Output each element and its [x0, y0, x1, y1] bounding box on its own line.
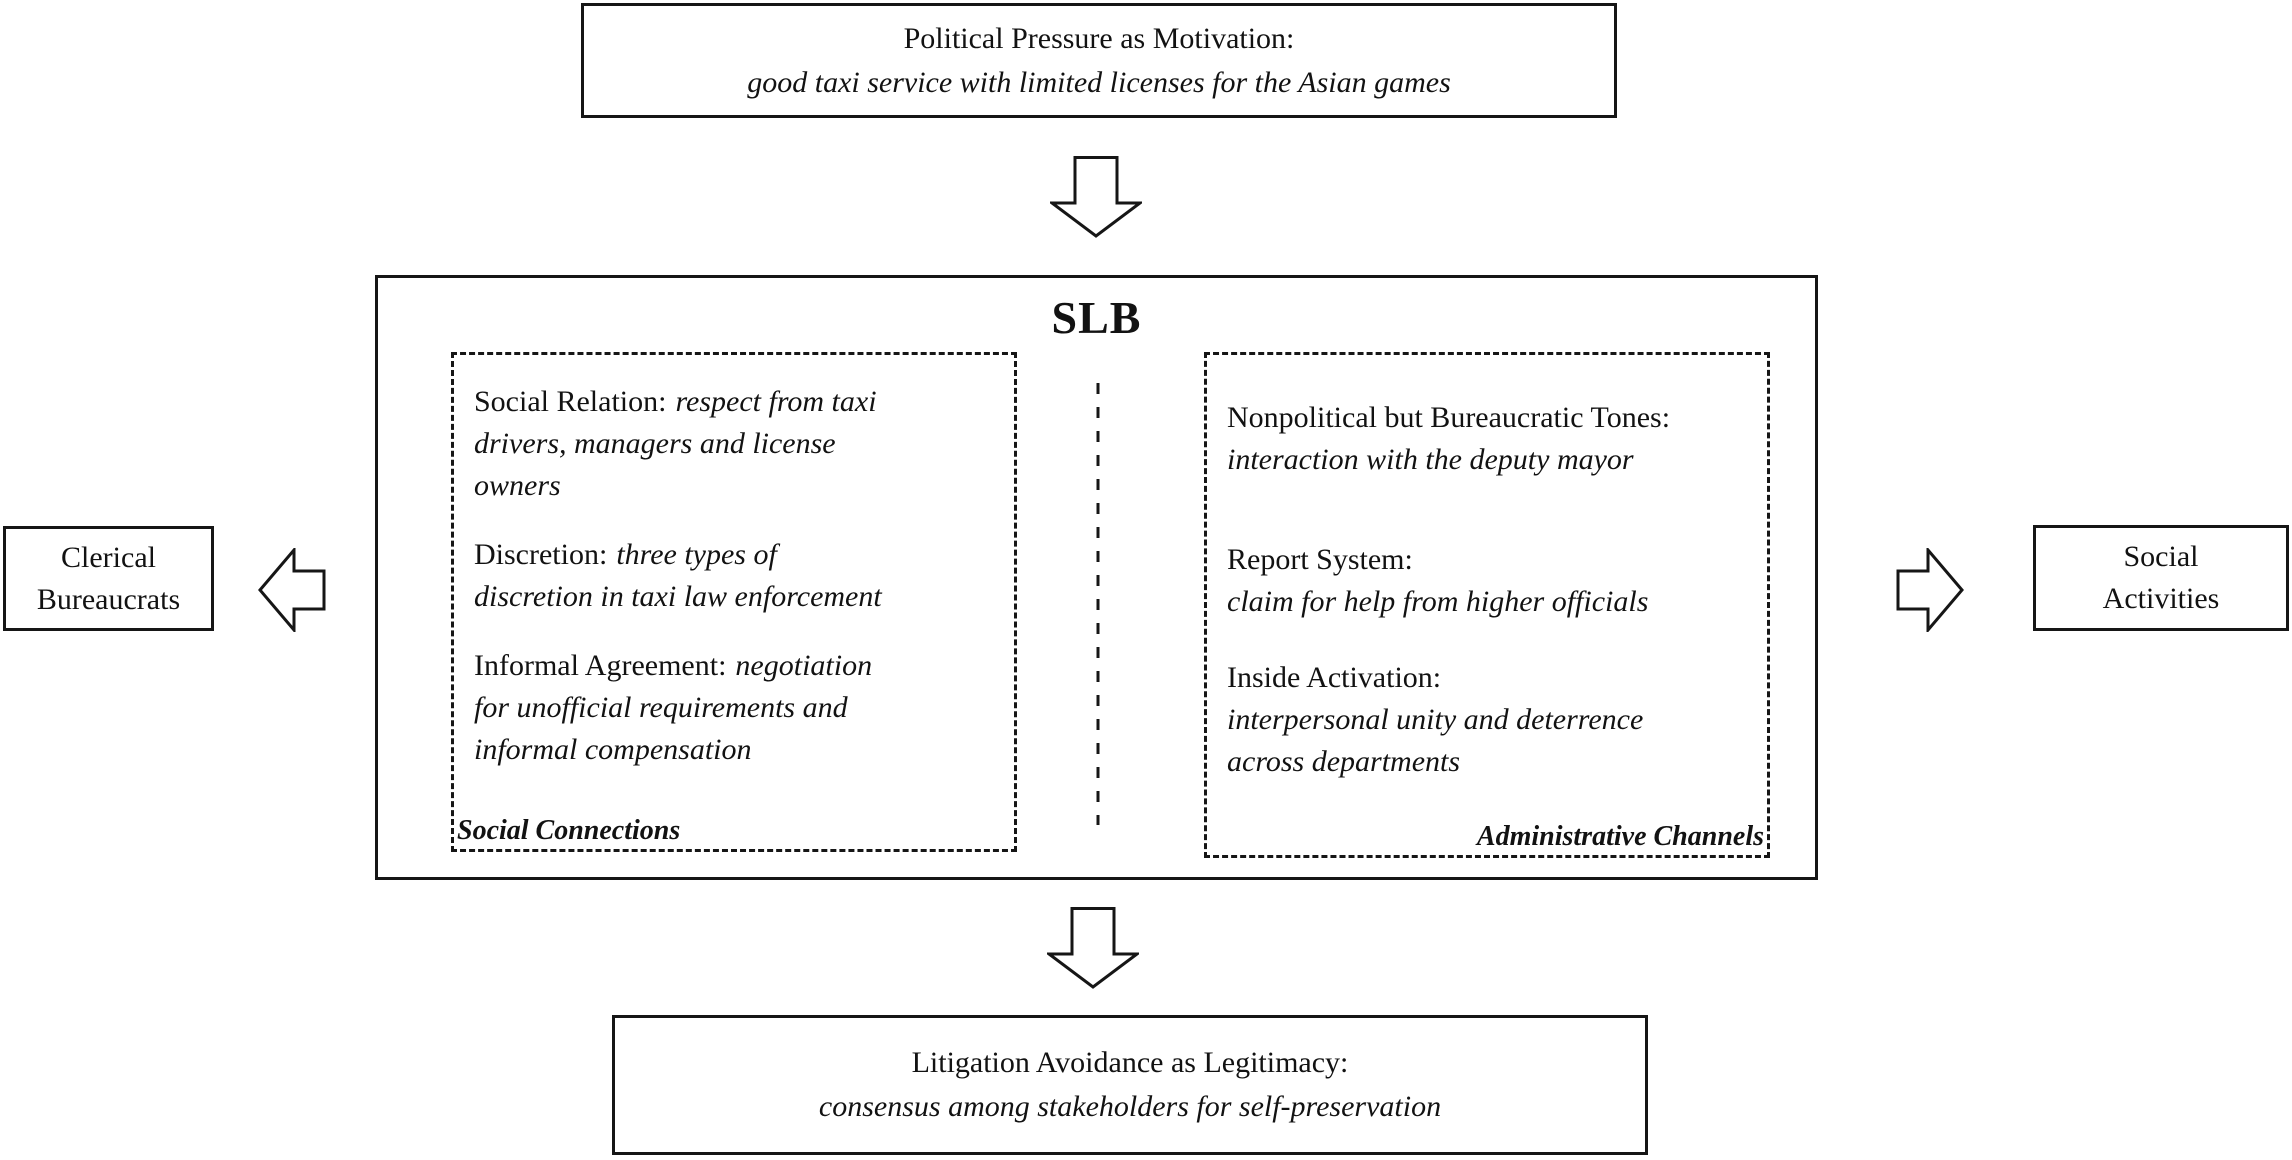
item-label: Discretion: [474, 538, 608, 571]
slb-box: SLB Social Relation:respect from taxi dr… [375, 275, 1818, 880]
litigation-avoidance-box: Litigation Avoidance as Legitimacy: cons… [612, 1015, 1648, 1155]
administrative-channels-panel: Nonpolitical but Bureaucratic Tones: inte… [1204, 352, 1770, 858]
down-arrow-shape [1050, 156, 1142, 238]
panel-item: Report System: claim for help from higher… [1227, 539, 1749, 623]
down-arrow-icon [1047, 907, 1139, 989]
clerical-bureaucrats-label: Clerical Bureaucrats [36, 540, 181, 616]
right-arrow-shape [1896, 548, 1964, 632]
item-detail: interaction with the deputy mayor [1227, 443, 1634, 476]
panel-item: Social Relation:respect from taxi driver… [474, 381, 996, 507]
down-arrow-shape [1047, 907, 1139, 989]
political-pressure-subtitle: good taxi service with limited licenses … [747, 65, 1451, 99]
panel-item: Nonpolitical but Bureaucratic Tones: inte… [1227, 397, 1749, 481]
item-label: Social Relation: [474, 385, 667, 418]
social-connections-caption: Social Connections [457, 815, 681, 846]
litigation-avoidance-subtitle: consensus among stakeholders for self-pr… [818, 1090, 1442, 1123]
panel-item: Inside Activation: interpersonal unity an… [1227, 657, 1749, 783]
social-activities-box: Social Activities [2033, 525, 2289, 631]
item-label: Report System: [1227, 543, 1413, 576]
right-arrow-icon [1896, 548, 1964, 632]
administrative-channels-caption: Administrative Channels [1476, 821, 1764, 852]
clerical-bureaucrats-box: Clerical Bureaucrats [3, 526, 214, 631]
item-detail: claim for help from higher officials [1227, 585, 1649, 618]
item-label: Inside Activation: [1227, 661, 1442, 694]
item-detail: three types of discretion in taxi law en… [474, 538, 882, 613]
down-arrow-icon [1050, 156, 1142, 238]
item-label: Nonpolitical but Bureaucratic Tones: [1227, 401, 1671, 434]
left-arrow-icon [258, 548, 326, 632]
item-label: Informal Agreement: [474, 649, 727, 682]
litigation-avoidance-title: Litigation Avoidance as Legitimacy: [911, 1046, 1349, 1079]
panel-divider-dashed-line [1096, 383, 1100, 825]
political-pressure-box: Political Pressure as Motivation: good t… [581, 3, 1617, 118]
item-detail: respect from taxi drivers, managers and … [474, 385, 877, 502]
left-arrow-shape [258, 548, 326, 632]
item-detail: negotiation for unofficial requirements … [474, 649, 873, 766]
panel-item: Informal Agreement:negotiation for unoff… [474, 645, 996, 771]
panel-item: Discretion:three types of discretion in … [474, 534, 996, 618]
social-activities-label: Social Activities [2102, 540, 2220, 615]
slb-title: SLB [1051, 292, 1142, 343]
political-pressure-title: Political Pressure as Motivation: [903, 21, 1295, 55]
social-connections-panel: Social Relation:respect from taxi driver… [451, 352, 1017, 852]
item-detail: interpersonal unity and deterrence acros… [1227, 703, 1644, 778]
